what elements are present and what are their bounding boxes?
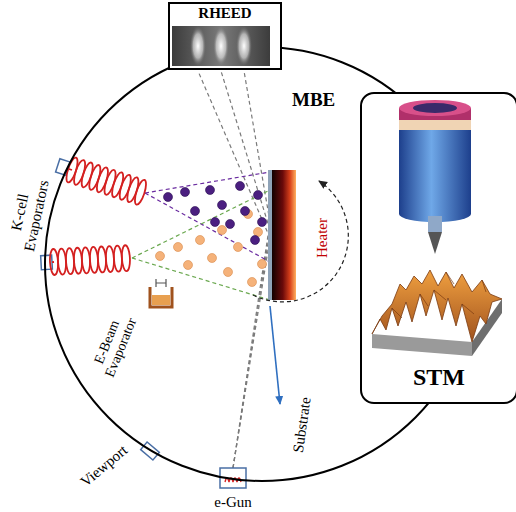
atom (206, 186, 215, 195)
stm-illustration (362, 94, 508, 402)
viewport-label: Viewport (77, 442, 130, 490)
beam-line (198, 71, 270, 238)
diffraction-streak (190, 26, 206, 66)
screen (172, 26, 270, 66)
coil-turn (95, 166, 111, 193)
stm-panel: STM (360, 92, 516, 404)
surface-topography (372, 270, 502, 342)
atom (258, 260, 267, 269)
node-title: MBE (292, 90, 335, 111)
atoms-purple (164, 182, 267, 245)
coil-turn (125, 176, 141, 203)
ebeam-label: E-Beam Evaporator (85, 304, 142, 386)
coil-wire (52, 261, 54, 263)
electron-beam (198, 71, 270, 468)
atom (258, 218, 267, 227)
flux-cones (132, 172, 270, 300)
atom (191, 207, 200, 216)
coil-turn (117, 174, 133, 201)
coil-turn (87, 164, 103, 191)
coil-turn (79, 161, 95, 188)
coil-turn (64, 156, 80, 183)
node-title: STM (362, 364, 516, 390)
rotation-arrow (253, 181, 348, 302)
coil-turn (102, 169, 118, 196)
scanner-body (399, 128, 471, 214)
beam-line (233, 238, 270, 468)
beam-line (233, 230, 270, 468)
filament (156, 279, 166, 287)
atom (251, 236, 260, 245)
atom (248, 278, 257, 287)
heater-label: Heater (314, 218, 331, 258)
egun-filament (225, 478, 241, 482)
diffraction-streak (213, 26, 229, 66)
atom (156, 252, 165, 261)
atom (254, 228, 263, 237)
substrate-leader (270, 306, 280, 404)
atom (234, 243, 243, 252)
atom (184, 261, 193, 270)
atom (208, 254, 217, 263)
coil-turn (121, 245, 130, 271)
egun-housing (220, 468, 246, 488)
scanner-top (399, 100, 471, 116)
atom (218, 226, 227, 235)
atom (224, 268, 233, 277)
beam-line (244, 71, 270, 222)
substrate-label: Substrate (290, 396, 314, 454)
scanner-bore (413, 103, 457, 113)
coil (49, 245, 130, 275)
atom (241, 207, 250, 216)
node-title: RHEED (170, 5, 280, 22)
sample-side (372, 334, 472, 356)
egun-label: e-Gun (214, 494, 252, 511)
atom (164, 193, 173, 202)
atom (226, 220, 235, 229)
coil-turn (110, 171, 126, 198)
diffraction-streak (236, 26, 252, 66)
atom (254, 191, 263, 200)
surface-ridges (392, 272, 486, 318)
cone-line (132, 190, 270, 258)
beam-line (221, 71, 270, 230)
kcell-lower (40, 245, 130, 276)
stm-tip (428, 232, 442, 254)
coil (64, 156, 148, 205)
atom (236, 182, 245, 191)
kcell-upper (54, 153, 149, 206)
coil-turn (133, 179, 149, 206)
cone-line (132, 258, 270, 300)
egun-icon (220, 468, 246, 488)
rheed-box: RHEED (168, 2, 282, 70)
heater-block (272, 170, 296, 300)
atom (174, 243, 183, 252)
atoms-orange (156, 210, 267, 287)
atom (218, 201, 227, 210)
ebeam-evaporator-icon (150, 279, 172, 307)
tip-holder (428, 216, 442, 232)
scanner-band (399, 120, 471, 130)
substrate (268, 170, 272, 300)
atom (211, 218, 220, 227)
coil-turn (72, 159, 88, 186)
viewport-flange (141, 442, 160, 460)
crucible (150, 287, 172, 307)
atom (196, 236, 205, 245)
atom (181, 188, 190, 197)
crucible-charge (152, 295, 170, 305)
cone-line (145, 193, 270, 262)
